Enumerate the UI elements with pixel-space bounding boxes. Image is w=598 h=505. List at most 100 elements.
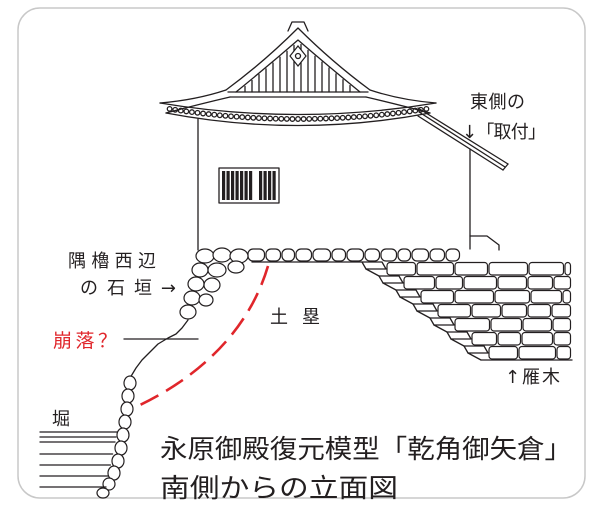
window-bar xyxy=(272,171,276,200)
stone xyxy=(429,248,446,262)
stone xyxy=(346,248,365,262)
gangi-step xyxy=(361,261,387,270)
stone xyxy=(295,248,313,262)
attachment-roof-bottom xyxy=(417,115,504,171)
eave-tile-end xyxy=(406,108,413,115)
eave-tile-end xyxy=(300,116,307,122)
eave-tile-end xyxy=(261,115,268,122)
eave-tile-end xyxy=(317,115,324,122)
gangi-stone xyxy=(527,303,552,318)
window-bar xyxy=(259,171,263,200)
stone xyxy=(123,375,137,391)
stone xyxy=(331,248,347,262)
gangi-step xyxy=(463,345,489,354)
gangi-stone xyxy=(521,331,554,346)
gangi-stone xyxy=(403,275,436,290)
earthwork-label: 土 塁 xyxy=(270,307,320,328)
stone xyxy=(265,248,282,262)
gangi-stone xyxy=(528,261,565,276)
stone xyxy=(212,247,232,263)
main-roof xyxy=(159,21,437,127)
gangi-stone xyxy=(463,275,498,290)
eave-tile-end xyxy=(177,107,184,114)
corner-turret-stone-wall xyxy=(179,247,249,320)
east-attachment-label-1: 東側の xyxy=(470,92,525,113)
eave-tile-end xyxy=(205,111,212,118)
gangi-stone xyxy=(454,317,491,332)
gangi-stone xyxy=(553,331,572,346)
window-bar xyxy=(231,171,235,200)
gangi-stepped-stone-wall xyxy=(361,261,573,361)
window-bar xyxy=(268,171,272,200)
window-bar xyxy=(244,171,248,200)
stone xyxy=(312,248,332,262)
roof-slope-left xyxy=(159,89,227,104)
eave-tile-end xyxy=(233,113,240,120)
east-attachment-label-2: ↓「取付」 xyxy=(462,122,546,143)
gangi-step xyxy=(378,275,404,284)
eave-tile-end xyxy=(188,109,195,116)
eave-top-line xyxy=(159,102,437,116)
gangi-stone xyxy=(556,345,572,360)
gangi-stone xyxy=(420,289,455,304)
eave-tile-end xyxy=(339,114,346,121)
eave-tile-end xyxy=(389,110,396,117)
earthwork-slope xyxy=(129,319,189,379)
collapse-label: 崩落？ xyxy=(53,330,117,352)
eave-tile-end xyxy=(311,115,318,122)
eave-tile-row xyxy=(166,105,430,122)
gangi-stone xyxy=(553,275,572,290)
barge-board-outer xyxy=(225,27,371,91)
roof-slope-left-lower xyxy=(165,96,231,114)
gangi-step xyxy=(446,331,472,340)
stone xyxy=(247,248,266,262)
stone xyxy=(380,248,398,262)
gangi-step-edge xyxy=(450,338,465,347)
eave-tile-end xyxy=(378,111,385,118)
gangi-stone xyxy=(494,289,531,304)
gangi-stone xyxy=(386,261,417,276)
gangi-step-edge xyxy=(399,296,414,305)
eave-tile-end xyxy=(328,115,335,122)
eave-tile-end xyxy=(295,116,301,122)
gangi-step-edge xyxy=(433,324,448,333)
gangi-stone xyxy=(437,303,472,318)
eave-tile-end xyxy=(345,114,352,121)
ridge-cap xyxy=(287,21,309,32)
window-bar xyxy=(235,171,239,200)
stone xyxy=(195,248,215,264)
eave-tile-end xyxy=(350,114,357,121)
gangi-step xyxy=(429,317,455,326)
window-bar xyxy=(240,171,244,200)
gangi-stone xyxy=(501,303,528,318)
gangi-stone xyxy=(518,345,557,360)
eave-tile-end xyxy=(362,113,368,120)
eave-tile-end xyxy=(222,112,229,119)
stone xyxy=(183,290,201,306)
stone xyxy=(121,388,135,404)
eave-tile-end xyxy=(367,112,374,119)
eave-tile-end xyxy=(395,109,402,116)
gable-ornament-center xyxy=(294,52,302,60)
eave-tile-end xyxy=(172,106,179,113)
gangi-stone xyxy=(488,345,519,360)
stone xyxy=(203,277,221,293)
stone xyxy=(198,293,214,307)
stone xyxy=(411,248,430,262)
eave-tile-end xyxy=(322,115,329,122)
eave-tile-end xyxy=(412,107,419,114)
stone xyxy=(118,414,132,430)
gable-ornament xyxy=(289,45,307,67)
eave-tile-end xyxy=(211,111,218,118)
gangi-stone xyxy=(562,289,572,304)
east-attachment-roof xyxy=(417,107,509,171)
roof-slope-right xyxy=(369,89,437,104)
gangi-stone xyxy=(497,275,528,290)
stone xyxy=(397,248,412,262)
window-bar xyxy=(263,171,267,200)
gangi-step-edge xyxy=(467,352,482,361)
gangi-stone xyxy=(552,317,572,332)
gangi-stone xyxy=(522,317,553,332)
gangi-step xyxy=(412,303,438,312)
